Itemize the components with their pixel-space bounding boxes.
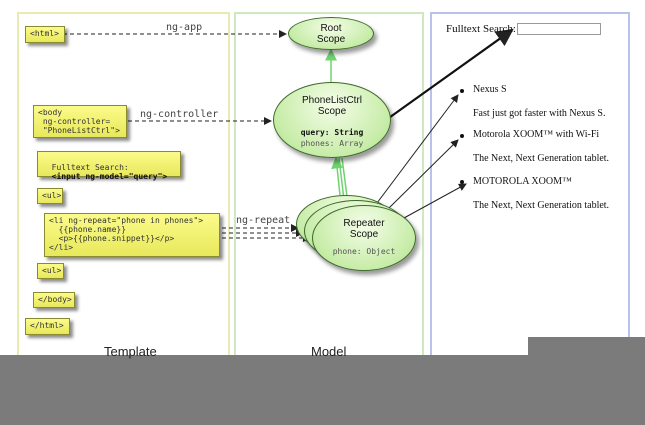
view-item-name: Nexus S: [473, 84, 507, 95]
model-caption: Model: [311, 344, 347, 359]
view-binding-2: [388, 139, 459, 209]
ng-repeat-label: ng-repeat: [236, 215, 291, 226]
occluding-block: [528, 337, 645, 357]
view-binding-3: [403, 183, 467, 219]
view-search-input[interactable]: [517, 23, 601, 35]
li-line-1: <li ng-repeat="phone in phones">: [49, 216, 204, 225]
phonelistctrl-scope-node: PhoneListCtrl Scope query: String phones…: [273, 82, 391, 158]
search-line-1: Fulltext Search:: [51, 163, 129, 172]
bullet-icon: [460, 89, 464, 93]
ul-open-tag: <ul>: [37, 188, 63, 204]
view-search-label: Fulltext Search:: [446, 23, 516, 35]
search-line-2: <input ng-model="query">: [42, 172, 168, 181]
repeater-scope-title: Repeater Scope: [343, 218, 385, 240]
root-scope-node: Root Scope: [288, 17, 374, 50]
ul-close-tag: <ul>: [37, 263, 64, 279]
repeater-prop-phone: phone: Object: [332, 247, 396, 256]
query-binding: [354, 28, 514, 147]
body-close-tag: </body>: [33, 292, 75, 308]
html-open-tag: <html>: [25, 26, 65, 43]
html-close-tag: </html>: [25, 318, 70, 335]
li-repeat-tag: <li ng-repeat="phone in phones"> {{phone…: [44, 213, 220, 257]
body-open-tag: <body ng-controller= "PhoneListCtrl">: [33, 105, 127, 138]
view-item-snippet: Fast just got faster with Nexus S.: [473, 108, 606, 119]
ctrl-scope-title: PhoneListCtrl Scope: [301, 95, 363, 117]
ctrl-prop-query: query: String: [300, 128, 364, 137]
search-input-tag: Fulltext Search: <input ng-model="query"…: [37, 151, 181, 181]
li-line-4: </li>: [49, 243, 74, 252]
ctrl-prop-phones: phones: Array: [300, 139, 364, 148]
ng-app-label: ng-app: [166, 22, 203, 33]
view-item-snippet: The Next, Next Generation tablet.: [473, 153, 610, 164]
li-line-2: {{phone.name}}: [49, 225, 127, 234]
template-caption: Template: [104, 344, 157, 359]
bullet-icon: [460, 134, 464, 138]
ng-controller-label: ng-controller: [140, 109, 219, 120]
view-item-snippet: The Next, Next Generation tablet.: [473, 200, 610, 211]
view-item-name: Motorola XOOM™ with Wi-Fi: [473, 129, 600, 140]
occluding-band: [0, 355, 645, 425]
li-line-3: <p>{{phone.snippet}}</p>: [49, 234, 175, 243]
repeater-scope-node: Repeater Scope phone: Object: [312, 205, 416, 271]
bullet-icon: [460, 180, 464, 184]
view-item-name: MOTOROLA XOOM™: [473, 176, 572, 187]
